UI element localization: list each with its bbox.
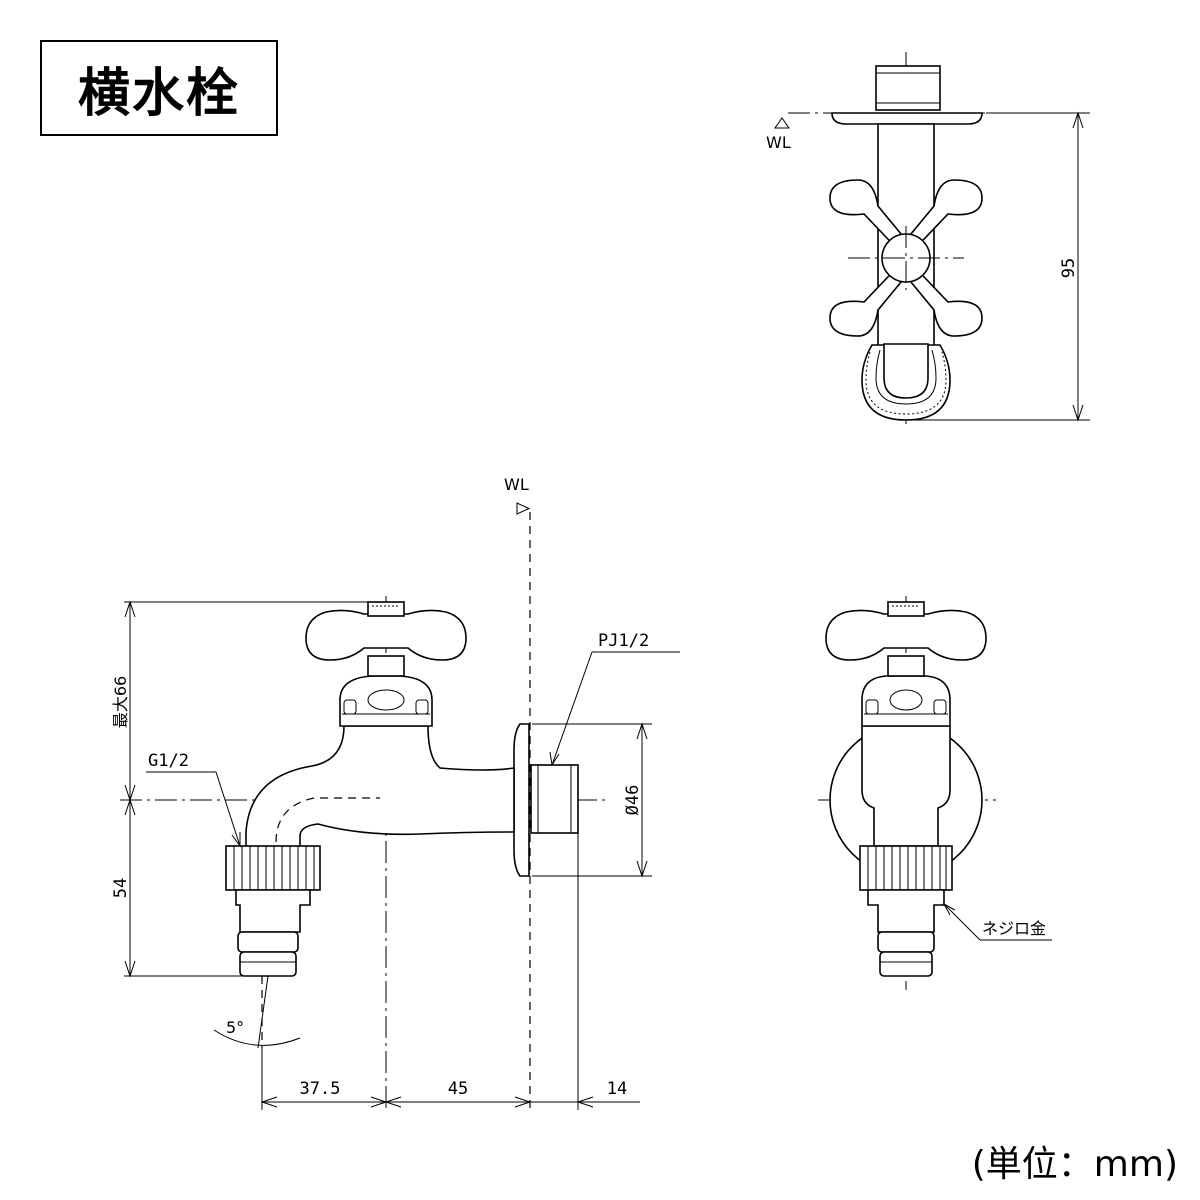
side-bonnet bbox=[339, 675, 433, 727]
dimension-37-5: 37.5 bbox=[300, 1079, 341, 1099]
side-flange bbox=[513, 723, 530, 877]
top-flange bbox=[831, 112, 983, 125]
front-stem bbox=[887, 655, 925, 677]
wl-label-side: WL bbox=[504, 475, 529, 494]
front-nipple-tip bbox=[879, 951, 933, 977]
front-handle-cap bbox=[887, 601, 925, 617]
side-handle-cap bbox=[367, 601, 405, 617]
dimension-max-66: 最大66 bbox=[111, 676, 130, 728]
side-handle bbox=[305, 609, 467, 661]
wl-marker-side bbox=[516, 502, 531, 515]
front-hose-nipple bbox=[867, 889, 945, 933]
dimension-45: 45 bbox=[448, 1079, 468, 1099]
drawing-title: 横水栓 bbox=[40, 40, 278, 136]
side-hose-nipple bbox=[235, 889, 311, 933]
front-hose-nut bbox=[859, 845, 953, 891]
front-body bbox=[861, 725, 951, 847]
top-view: WL 95 bbox=[766, 52, 1090, 425]
dimension-54: 54 bbox=[111, 878, 131, 898]
angle-5-label: 5° bbox=[226, 1018, 244, 1037]
side-stem bbox=[367, 655, 405, 677]
side-body bbox=[245, 725, 515, 849]
unit-label: (単位：mm) bbox=[971, 1144, 1178, 1185]
wl-marker-top bbox=[774, 117, 790, 129]
wl-label-top: WL bbox=[766, 133, 791, 152]
pj-half-label: PJ1/2 bbox=[598, 631, 649, 651]
front-view: ネジロ金 bbox=[818, 596, 1052, 990]
dimension-dia46: Ø46 bbox=[623, 785, 643, 816]
side-nipple-tip bbox=[239, 951, 297, 977]
side-view: WL bbox=[111, 475, 680, 1110]
front-bonnet bbox=[861, 675, 951, 727]
g-half-label: G1/2 bbox=[148, 751, 189, 771]
front-handle bbox=[825, 609, 987, 661]
nejiro-label: ネジロ金 bbox=[982, 919, 1046, 938]
dimension-95: 95 bbox=[1059, 258, 1079, 278]
side-pipe-thread bbox=[530, 764, 579, 834]
dimension-14: 14 bbox=[607, 1079, 627, 1099]
